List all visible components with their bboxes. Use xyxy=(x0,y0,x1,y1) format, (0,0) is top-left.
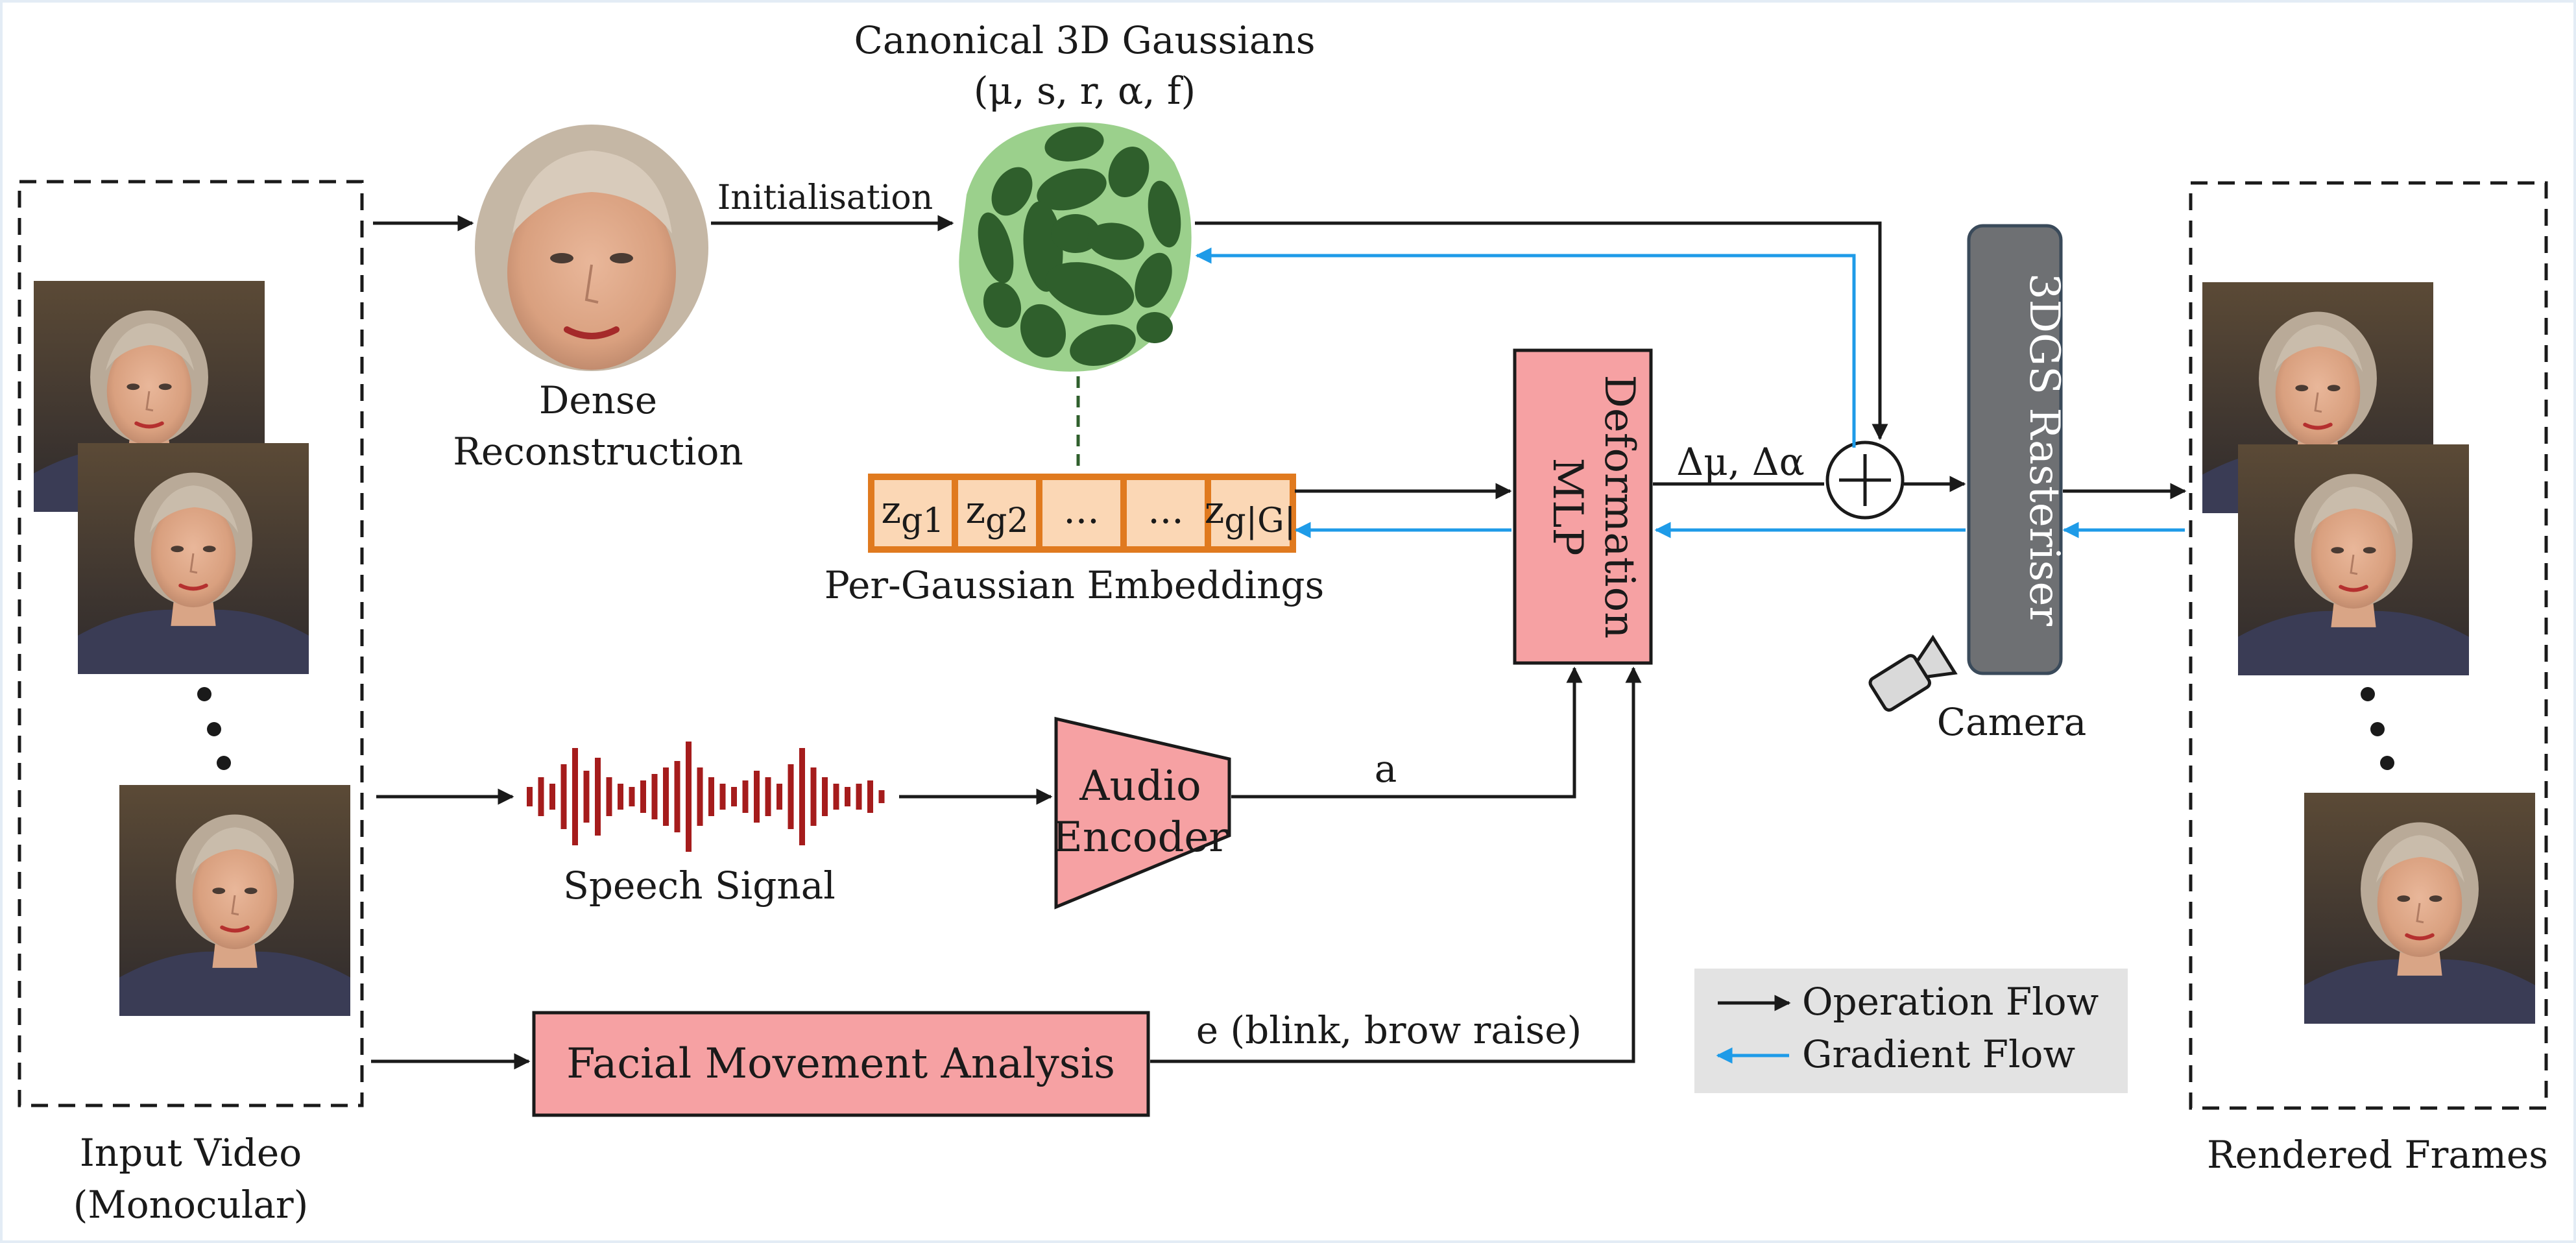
waveform-bar xyxy=(686,742,692,852)
deformation-mlp-label: Deformation xyxy=(1595,375,1643,639)
embedding-strip xyxy=(868,474,1296,553)
waveform-bar xyxy=(663,767,669,826)
embedding-cell-last: zg|G| xyxy=(1205,488,1295,540)
waveform-bar xyxy=(867,780,873,813)
embedding-cell-ellipsis: ... xyxy=(1148,488,1183,532)
rendered-frame-3 xyxy=(2304,793,2535,1024)
deformation-mlp-box xyxy=(1513,348,1653,665)
input-video-label: Input Video xyxy=(80,1131,302,1175)
speech-signal-label: Speech Signal xyxy=(563,863,836,908)
dense-reconstruction-label: Dense xyxy=(539,378,657,422)
legend-box xyxy=(1694,969,2128,1093)
facial-movement-analysis-box xyxy=(532,1011,1150,1117)
input-frame-2 xyxy=(78,443,309,674)
initialisation-label: Initialisation xyxy=(717,178,933,217)
arrow-facial-to-mlp xyxy=(1150,666,1642,1063)
waveform-bar xyxy=(742,780,749,813)
waveform-bar xyxy=(822,777,828,816)
speech-waveform xyxy=(527,742,885,852)
waveform-bar xyxy=(697,767,703,826)
waveform-bar xyxy=(674,761,680,832)
rasteriser-label: 3DGS Rasteriser xyxy=(2020,273,2068,626)
camera-label: Camera xyxy=(1937,700,2087,744)
arrow-gaussians-to-sum xyxy=(1195,221,1888,440)
waveform-bar xyxy=(560,764,567,829)
waveform-bar xyxy=(765,777,771,816)
audio-encoder-box xyxy=(1054,716,1231,910)
waveform-bar xyxy=(833,784,839,810)
waveform-bar xyxy=(788,764,794,829)
waveform-bar xyxy=(708,777,714,816)
waveform-bar xyxy=(572,748,578,845)
gradient-sum-to-gaussians xyxy=(1195,247,1856,448)
waveform-bar xyxy=(810,767,817,826)
rendered-ellipsis-dot xyxy=(2380,756,2394,770)
waveform-bar xyxy=(799,748,805,845)
dense-reconstruction-sublabel: Reconstruction xyxy=(453,429,743,474)
waveform-bar xyxy=(606,777,612,816)
waveform-bar xyxy=(629,787,635,806)
embedding-cell-ellipsis: ... xyxy=(1063,488,1099,532)
audio-feature-label: a xyxy=(1375,747,1397,791)
rendered-frame-2 xyxy=(2238,444,2469,675)
facial-movement-analysis-label: Facial Movement Analysis xyxy=(566,1040,1115,1088)
gaussians-params: (μ, s, r, α, f) xyxy=(974,69,1196,113)
waveform-bar xyxy=(754,771,760,823)
rendered-ellipsis-dot xyxy=(2361,687,2375,701)
gaussians-title: Canonical 3D Gaussians xyxy=(854,18,1315,62)
rendered-frames-box xyxy=(2189,181,2548,1110)
audio-encoder-sublabel: Encoder xyxy=(1052,814,1229,862)
operation-arrows xyxy=(371,215,2187,1070)
embedding-cell-2: zg2 xyxy=(966,488,1029,540)
input-ellipsis-dot xyxy=(207,722,221,736)
arrow-encoder-to-mlp xyxy=(1231,666,1583,799)
rendered-ellipsis-dot xyxy=(2370,722,2385,736)
waveform-bar xyxy=(640,780,646,813)
input-frame-3 xyxy=(119,785,350,1016)
waveform-bar xyxy=(651,774,658,819)
audio-encoder-label: Audio xyxy=(1079,762,1201,810)
deformation-mlp-sublabel: MLP xyxy=(1543,457,1591,555)
embeddings-label: Per-Gaussian Embeddings xyxy=(825,563,1325,607)
waveform-bar xyxy=(856,784,862,810)
waveform-bar xyxy=(719,784,726,810)
gaussian-blob xyxy=(959,122,1192,372)
waveform-bar xyxy=(845,787,850,806)
input-video-frame-box xyxy=(18,180,364,1107)
rasteriser-box xyxy=(1967,224,2063,675)
expression-label: e (blink, brow raise) xyxy=(1196,1008,1582,1052)
waveform-bar xyxy=(618,784,623,810)
rendered-frames-label: Rendered Frames xyxy=(2207,1133,2548,1177)
embedding-cell-1: zg1 xyxy=(882,488,945,540)
input-ellipsis-dot xyxy=(197,687,211,701)
waveform-bar xyxy=(527,787,533,806)
waveform-bar xyxy=(549,784,555,810)
waveform-bar xyxy=(595,758,601,836)
waveform-bar xyxy=(583,771,590,823)
delta-label: Δμ, Δα xyxy=(1676,440,1805,484)
waveform-bar xyxy=(538,777,544,816)
dense-reconstruction-head xyxy=(475,125,708,371)
waveform-bar xyxy=(878,790,885,803)
input-video-sublabel: (Monocular) xyxy=(73,1183,309,1227)
gradient-arrows xyxy=(1195,247,2185,538)
waveform-bar xyxy=(731,787,737,806)
waveform-bar xyxy=(776,784,782,810)
camera-icon xyxy=(1868,634,1958,712)
legend-gradient-label: Gradient Flow xyxy=(1802,1032,2075,1076)
input-ellipsis-dot xyxy=(217,756,231,770)
legend-operation-label: Operation Flow xyxy=(1802,980,2099,1024)
